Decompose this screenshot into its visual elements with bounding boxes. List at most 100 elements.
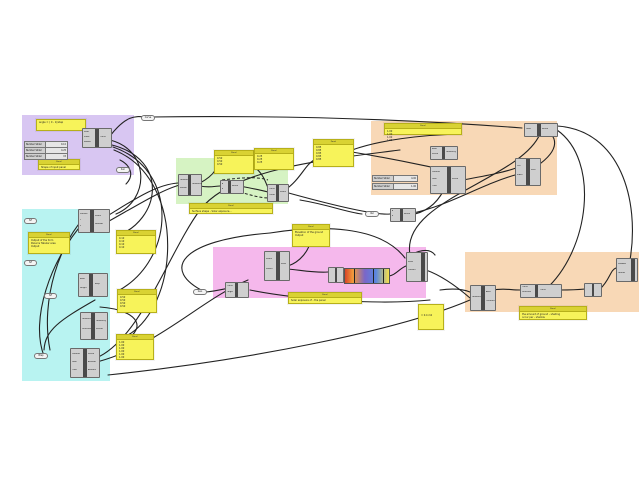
input-label: Radius	[84, 141, 91, 143]
component-area-1[interactable]: Curve Target	[225, 282, 249, 298]
gradient-grip[interactable]	[373, 269, 374, 283]
output-label: Vectors	[96, 328, 104, 330]
output-label: Curve	[540, 289, 546, 291]
panel-7[interactable]: Panel 0.85 0.85 0.85 0.85 0.85	[313, 139, 354, 167]
component-addition-1[interactable]: A B Result	[220, 180, 244, 194]
panel-15[interactable]: Panel the amount of ground - shading occ…	[519, 306, 587, 320]
wire	[284, 191, 391, 215]
param-srf-2[interactable]: Srf	[24, 260, 37, 266]
panel-title: Panel	[255, 149, 293, 154]
panel-text: 1.00 1.00 1.00 1.00 1.00 1.00	[119, 341, 125, 359]
output-label: Points	[280, 191, 287, 193]
panel-text: Surface shape - Solar exposure...	[192, 210, 232, 213]
wire	[287, 268, 329, 273]
wire	[559, 288, 586, 291]
output-label: Geometry	[446, 151, 456, 153]
component-core	[335, 268, 337, 282]
gradient-grip[interactable]	[383, 269, 384, 283]
component-sun-vector[interactable]: Location Date Time Vector	[430, 166, 466, 194]
output-label: Vector	[452, 178, 459, 180]
param-vec[interactable]: Vec	[365, 211, 379, 217]
panel-9[interactable]: Panel 0.50 0.50 0.50 0.50	[117, 289, 157, 313]
panel-13[interactable]: Panel Solar exposure of - the panel	[288, 292, 362, 304]
output-label: Altitude	[88, 361, 96, 363]
component-core	[89, 274, 93, 296]
output-label: Result	[404, 213, 411, 215]
input-label: A	[222, 183, 224, 185]
component-data[interactable]: Data Result	[524, 123, 558, 137]
component-shadow-area[interactable]: Shadow Ground	[616, 258, 638, 282]
output-label: Item	[531, 169, 536, 171]
input-label: Geometry	[180, 179, 190, 181]
panel-5[interactable]: Panel 0.50 0.50 0.50	[214, 150, 254, 174]
panel-text: 0.50 0.50 0.50 0.50	[120, 296, 126, 308]
component-mesh[interactable]: Points Values Mesh	[264, 251, 290, 281]
param-srf-3[interactable]: Srf	[44, 293, 57, 299]
gradient-control[interactable]	[344, 268, 390, 284]
component-addition-2[interactable]	[328, 267, 344, 283]
panel-text: 0.85 0.85 0.85 0.85 0.85	[316, 146, 322, 161]
slider-name: Number Slider	[373, 184, 394, 189]
param-geo[interactable]: Geo	[193, 289, 207, 295]
component-divide-surface[interactable]: Surface U V Points Normals	[78, 209, 110, 233]
output-label: Area	[486, 291, 491, 293]
input-label: Date	[72, 361, 77, 363]
component-project-curve[interactable]: Curve Direction Curve	[520, 284, 562, 298]
output-label: Points	[95, 215, 102, 217]
panel-title: Panel	[215, 151, 253, 156]
param-brep[interactable]: Brep	[34, 353, 48, 359]
panel-8[interactable]: Panel 0.10 0.10 0.10 0.10	[116, 230, 156, 254]
component-extrude[interactable]: Base Height Brep	[78, 273, 108, 297]
input-label: List	[517, 165, 521, 167]
input-label: Location	[72, 353, 81, 355]
number-slider-5[interactable]: Number Slider 1.00	[372, 183, 418, 190]
component-multiplication[interactable]	[584, 283, 602, 297]
panel-3[interactable]: Panel Output of the form Panel is Tabula…	[28, 232, 70, 254]
component-circle[interactable]: Point Plane Radius Curve	[82, 128, 112, 148]
component-divide-curve[interactable]: Curve Count Points	[267, 184, 289, 202]
panel-text: 0.50 0.50 0.50	[217, 157, 223, 166]
panel-1[interactable]: angle = ( 0 - 1)/step	[36, 119, 86, 131]
component-division[interactable]: A B Result	[390, 208, 416, 222]
param-srf-1[interactable]: Srf	[24, 218, 37, 224]
panel-6[interactable]: Panel 0.25 0.25 0.25	[254, 148, 294, 170]
wire-dashed	[221, 177, 269, 181]
number-slider-3[interactable]: Number Slider 15	[24, 153, 68, 160]
input-label: Point	[84, 131, 89, 133]
component-project[interactable]: Geometry Direction Geometry Vectors	[80, 312, 108, 340]
component-move[interactable]: Geometry Motion Geometry	[178, 174, 202, 196]
component-core	[83, 349, 87, 377]
panel-title: Panel	[520, 307, 586, 312]
panel-2[interactable]: Panel Shape of input panel	[38, 159, 80, 170]
output-label: Azimuth	[88, 369, 97, 371]
param-sun[interactable]: Sun	[116, 167, 130, 173]
param-curve[interactable]: Curve	[141, 115, 155, 121]
component-core	[442, 147, 445, 159]
output-label: Centroid	[486, 300, 495, 302]
panel-4[interactable]: Panel Elevation of the ground Output	[292, 224, 330, 247]
wire	[112, 146, 163, 292]
component-move-2[interactable]: Base Vector Geometry	[430, 146, 458, 160]
wire	[387, 265, 407, 277]
panel-11[interactable]: Panel 1.00 1.00 1.00 1.00	[384, 123, 462, 142]
input-label: Motion	[180, 187, 187, 189]
number-slider-4[interactable]: Number Slider 4.00	[372, 175, 418, 182]
component-list-item[interactable]: List Index Item	[515, 158, 541, 186]
component-core	[95, 129, 99, 147]
panel-12[interactable]: Panel Surface shape - Solar exposure...	[189, 203, 273, 214]
wire	[556, 125, 633, 261]
panel-10[interactable]: Panel 1.00 1.00 1.00 1.00 1.00 1.00	[116, 334, 154, 360]
component-core	[421, 253, 425, 281]
panel-14[interactable]: = 0.4 m2	[418, 304, 444, 330]
component-core	[235, 283, 238, 297]
component-custom-preview[interactable]: Mesh Colours	[406, 252, 428, 282]
input-label: Surface	[80, 213, 88, 215]
input-label: Time	[432, 185, 437, 187]
component-area-2[interactable]: Geometry Area Centroid	[470, 285, 496, 311]
input-label: Points	[266, 258, 273, 260]
component-shadow[interactable]: Location Date Time Vector Altitude Azimu…	[70, 348, 100, 378]
panel-title: Panel	[314, 140, 353, 145]
gradient-grip[interactable]	[354, 269, 355, 283]
wire	[43, 299, 96, 351]
